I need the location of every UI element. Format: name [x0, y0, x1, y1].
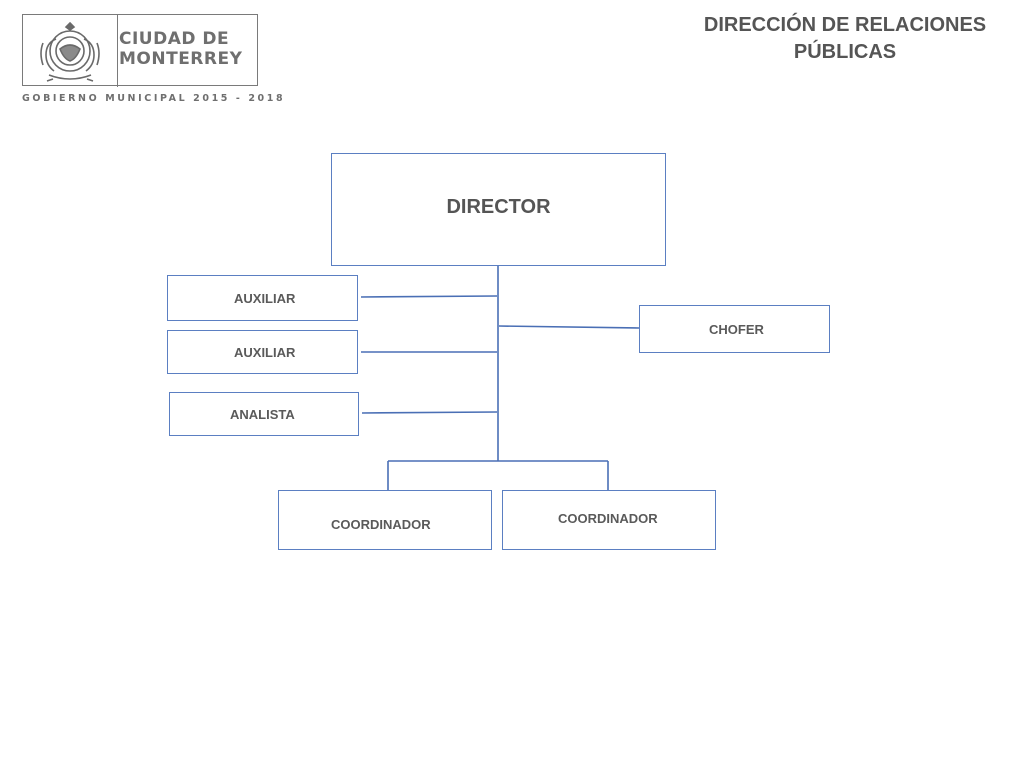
auxiliar-2-box: AUXILIAR [167, 330, 358, 374]
page-title-line1: DIRECCIÓN DE RELACIONES [703, 14, 987, 36]
director-label: DIRECTOR [446, 196, 551, 218]
auxiliar-2-label: AUXILIAR [234, 344, 296, 360]
logo-divider [117, 15, 118, 87]
chofer-label: CHOFER [709, 321, 764, 337]
page-title-line2: PÚBLICAS [793, 41, 897, 63]
chofer-box: CHOFER [639, 305, 830, 353]
auxiliar-1-box: AUXILIAR [167, 275, 358, 321]
coordinador-2-label: COORDINADOR [558, 511, 658, 526]
auxiliar-1-connector [360, 295, 498, 298]
coordinador-1-label: COORDINADOR [331, 517, 431, 532]
city-name: CIUDAD DE MONTERREY [119, 29, 259, 69]
city-name-line1: CIUDAD DE [119, 29, 230, 49]
chofer-connector [498, 325, 640, 329]
auxiliar-1-label: AUXILIAR [234, 290, 296, 306]
page-title: DIRECCIÓN DE RELACIONES PÚBLICAS [700, 12, 990, 66]
director-box: DIRECTOR [331, 153, 666, 266]
coordinador-1-box: COORDINADOR [278, 490, 492, 550]
city-logo: CIUDAD DE MONTERREY [22, 14, 259, 87]
analista-label: ANALISTA [230, 406, 295, 422]
analista-box: ANALISTA [169, 392, 359, 436]
city-seal-icon [40, 21, 100, 82]
government-period: GOBIERNO MUNICIPAL 2015 - 2018 [22, 93, 286, 104]
coordinador-2-box: COORDINADOR [502, 490, 716, 550]
analista-connector [361, 411, 498, 414]
city-name-line2: MONTERREY [119, 49, 243, 69]
